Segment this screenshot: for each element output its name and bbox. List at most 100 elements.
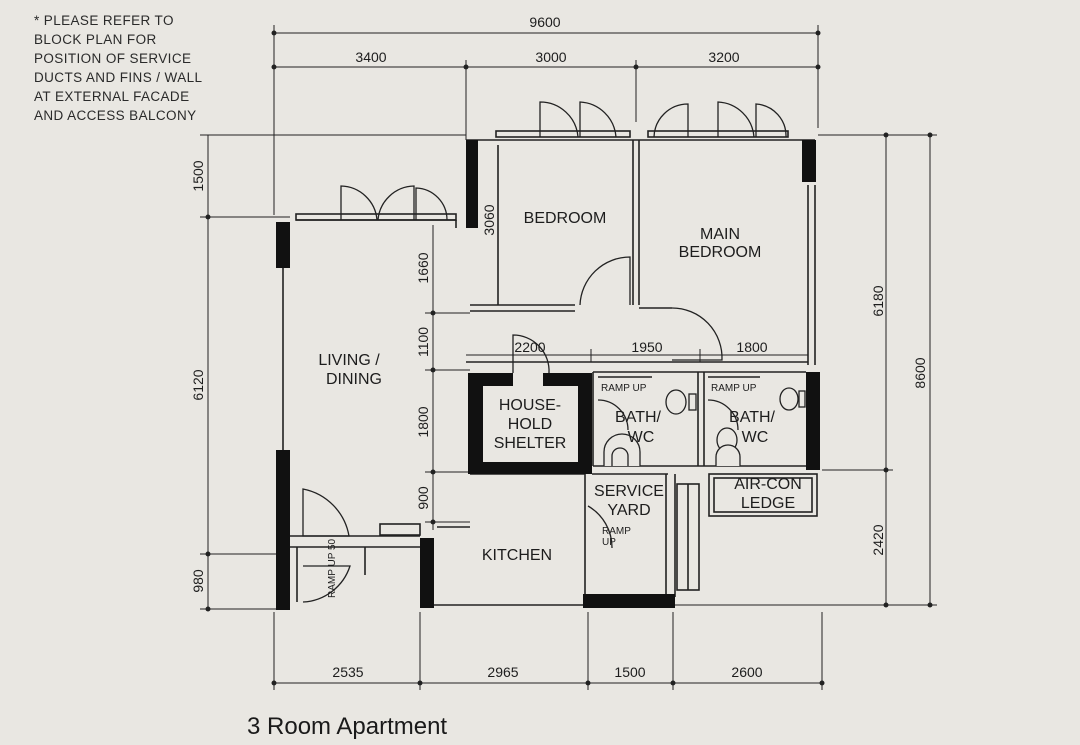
door-swing-service-yard — [587, 505, 613, 549]
dim-dot — [430, 519, 436, 525]
dim-label: 2535 — [332, 664, 363, 680]
room-label-living: LIVING / — [318, 352, 380, 369]
dim-label: 2965 — [487, 664, 518, 680]
dim-label: 2200 — [514, 339, 545, 355]
room-label-kitchen: KITCHEN — [482, 547, 552, 564]
room-label-shelter: SHELTER — [494, 435, 567, 452]
wall-solid — [276, 222, 290, 268]
window-swing — [717, 101, 755, 138]
plan-note: * PLEASE REFER TO BLOCK PLAN FOR POSITIO… — [34, 11, 249, 125]
window-swing — [377, 185, 415, 221]
dim-dot — [205, 551, 211, 557]
plan-caption: 3 Room Apartment — [247, 713, 448, 740]
sink-icon — [611, 447, 629, 466]
room-label-living: DINING — [326, 371, 382, 388]
shelter-door-gap — [513, 373, 543, 386]
dim-dot — [463, 64, 469, 70]
dim-dot — [430, 310, 436, 316]
room-label-bath: BATH/ — [615, 409, 661, 426]
wall-solid — [802, 140, 816, 182]
dim-label: 900 — [415, 486, 431, 510]
toilet-icon — [665, 389, 687, 415]
shelter-wall — [468, 373, 592, 474]
dim-dot — [633, 64, 639, 70]
wall-solid — [806, 372, 820, 470]
dim-label: 1800 — [736, 339, 767, 355]
dim-label: 6120 — [190, 369, 206, 400]
dim-label: 1500 — [190, 160, 206, 191]
wall-solid — [276, 450, 290, 610]
door-swing-entrance — [302, 565, 351, 603]
dim-label: 1950 — [631, 339, 662, 355]
note-line: BLOCK PLAN FOR — [34, 32, 157, 47]
room-label-service-yard: YARD — [607, 502, 650, 519]
dim-label: 2600 — [731, 664, 762, 680]
wall-solid — [583, 594, 675, 608]
window-swing — [340, 185, 378, 221]
window-swing — [539, 101, 579, 138]
window-swing — [579, 101, 617, 138]
window-rail-bedroom — [495, 130, 631, 138]
dim-label: 980 — [190, 569, 206, 593]
room-label-shelter: HOLD — [508, 416, 552, 433]
dim-dot — [585, 680, 591, 686]
toilet-tank-icon — [798, 390, 806, 408]
room-label-bath: BATH/ — [729, 409, 775, 426]
dim-label: 3200 — [708, 49, 739, 65]
dim-dot — [815, 30, 821, 36]
note-line: AND ACCESS BALCONY — [34, 108, 197, 123]
ramp-label: RAMP UP 50 — [327, 538, 338, 598]
dim-dot — [670, 680, 676, 686]
dim-dot — [927, 132, 933, 138]
room-label-service-yard: SERVICE — [594, 483, 664, 500]
dim-label: 6180 — [870, 285, 886, 316]
dim-label: 3060 — [481, 204, 497, 235]
ramp-label: RAMP — [602, 526, 631, 537]
room-label-main-bedroom: BEDROOM — [679, 244, 762, 261]
room-label-bath: WC — [742, 429, 769, 446]
dim-label: 2420 — [870, 524, 886, 555]
room-label-main-bedroom: MAIN — [700, 226, 740, 243]
note-line: DUCTS AND FINS / WALL — [34, 70, 203, 85]
dim-label: 1500 — [614, 664, 645, 680]
room-label-aircon-ledge: AIR-CON — [734, 476, 802, 493]
room-label-bath: WC — [628, 429, 655, 446]
door-swing-entrance — [302, 488, 350, 537]
dim-label: 9600 — [529, 14, 560, 30]
window-swing — [415, 187, 448, 221]
toilet-icon — [779, 387, 799, 411]
counter — [379, 523, 421, 536]
dim-dot — [417, 680, 423, 686]
door-swing-main-bedroom — [671, 307, 723, 361]
dim-label: 3000 — [535, 49, 566, 65]
dim-label: 8600 — [912, 357, 928, 388]
dim-label: 3400 — [355, 49, 386, 65]
window-swing — [755, 103, 787, 138]
wall-solid — [466, 140, 478, 228]
note-line: AT EXTERNAL FACADE — [34, 89, 190, 104]
dim-dot — [927, 602, 933, 608]
door-swing-bath — [597, 399, 629, 431]
note-line: * PLEASE REFER TO — [34, 13, 174, 28]
dim-dot — [205, 606, 211, 612]
door-swing-shelter — [512, 334, 550, 374]
dim-dot — [430, 469, 436, 475]
ramp-label: UP — [602, 537, 616, 548]
ramp-label: RAMP UP — [711, 383, 757, 394]
dim-dot — [883, 602, 889, 608]
dim-dot — [815, 64, 821, 70]
dim-dot — [430, 367, 436, 373]
dim-dot — [883, 132, 889, 138]
dim-dot — [271, 680, 277, 686]
aircon-ledge-outline — [708, 473, 818, 517]
window-swing — [653, 103, 689, 138]
dim-label: 1800 — [415, 406, 431, 437]
room-label-shelter: HOUSE- — [499, 397, 561, 414]
wall-solid — [420, 538, 434, 608]
room-label-aircon-ledge: LEDGE — [741, 495, 795, 512]
aircon-ledge-inner — [713, 477, 813, 513]
dim-dot — [271, 64, 277, 70]
dim-dot — [819, 680, 825, 686]
sink-icon — [715, 444, 741, 466]
